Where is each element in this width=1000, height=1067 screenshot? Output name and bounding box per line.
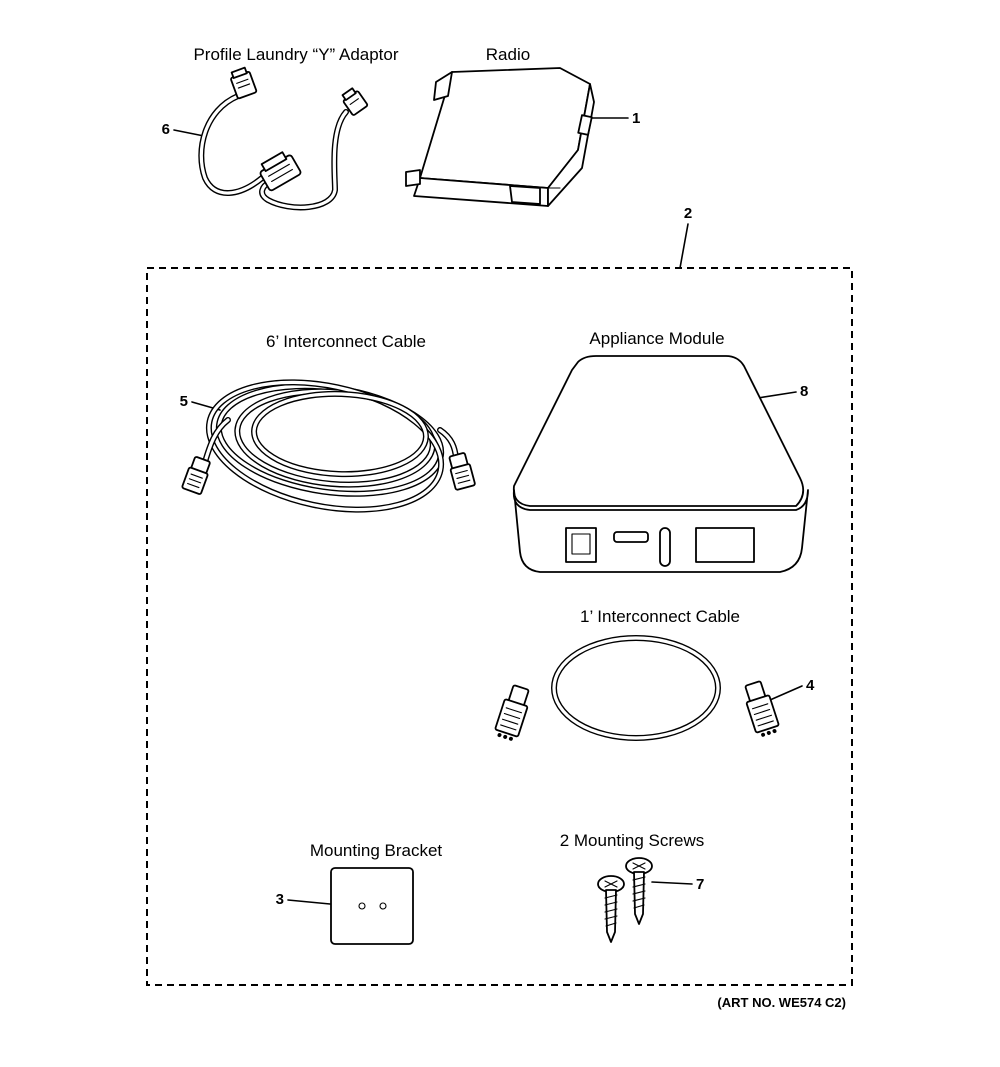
radio-label: Radio <box>486 45 530 64</box>
appliance-module-group: Appliance Module 8 <box>512 329 809 573</box>
module-port-a <box>565 527 597 563</box>
y-adaptor-drawing <box>198 66 369 211</box>
mounting-bracket-number: 3 <box>276 891 284 908</box>
mounting-bracket-group: Mounting Bracket 3 <box>276 841 443 945</box>
cable-1ft-number: 4 <box>806 677 815 694</box>
appliance-module-leader <box>757 391 797 399</box>
appliance-module-number: 8 <box>800 383 808 400</box>
y-adaptor-label: Profile Laundry “Y” Adaptor <box>193 45 398 64</box>
cable-6ft-group: 6’ Interconnect Cable 5 <box>180 332 476 513</box>
bracket-hole-right <box>379 902 387 910</box>
module-port-usb <box>613 531 649 543</box>
module-port-b <box>695 527 755 563</box>
radio-group: Radio 1 <box>405 45 640 207</box>
module-led-slot <box>659 527 671 567</box>
mounting-bracket-leader <box>287 899 331 905</box>
radio-number: 1 <box>632 110 640 127</box>
mounting-screws-number: 7 <box>696 876 704 893</box>
bracket-hole-left <box>358 902 366 910</box>
art-number: (ART NO. WE574 C2) <box>717 995 846 1010</box>
cable-1ft-group: 1’ Interconnect Cable 4 <box>494 607 815 741</box>
mounting-bracket-drawing <box>330 867 414 945</box>
mounting-screws-leader <box>651 881 693 885</box>
appliance-module-label: Appliance Module <box>589 329 724 348</box>
mounting-screws-group: 2 Mounting Screws 7 <box>560 831 705 943</box>
mounting-bracket-label: Mounting Bracket <box>310 841 443 860</box>
kit-dashed-boundary <box>146 267 853 986</box>
y-adaptor-leader <box>173 129 205 137</box>
cable-6ft-label: 6’ Interconnect Cable <box>266 332 426 351</box>
cable-1ft-label: 1’ Interconnect Cable <box>580 607 740 626</box>
appliance-module-drawing <box>512 355 809 573</box>
radio-drawing <box>405 67 595 207</box>
cable-1ft-drawing <box>494 635 780 741</box>
mounting-screws-label: 2 Mounting Screws <box>560 831 705 850</box>
kit-number: 2 <box>684 205 692 222</box>
cable-1ft-leader <box>769 685 803 701</box>
cable-6ft-number: 5 <box>180 393 188 410</box>
cable-6ft-drawing <box>181 379 476 513</box>
kit-leader <box>679 223 689 269</box>
y-adaptor-group: Profile Laundry “Y” Adaptor 6 <box>162 45 399 211</box>
kit-group: 2 <box>146 205 853 986</box>
mounting-screws-drawing <box>597 857 653 943</box>
y-adaptor-number: 6 <box>162 121 170 138</box>
